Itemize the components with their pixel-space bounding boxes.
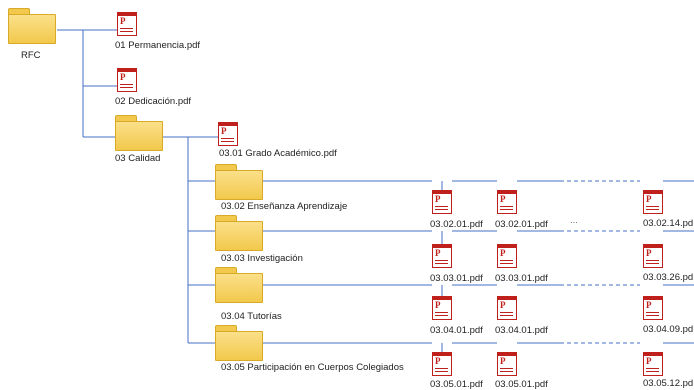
pdf-icon-row0-file0[interactable]: P (432, 190, 452, 214)
pdf-icon-row2-file0[interactable]: P (432, 296, 452, 320)
folder-icon-investigacion[interactable] (215, 215, 263, 251)
pdf-icon-row2-file2[interactable]: P (643, 296, 663, 320)
pdf-icon-permanencia[interactable]: P (117, 12, 137, 36)
pdf-icon-row1-file1[interactable]: P (497, 244, 517, 268)
file-label-row0-0: 03.02.01.pdf (430, 219, 483, 230)
calidad-label-grado: 03.01 Grado Académico.pdf (219, 148, 337, 159)
file-label-row3-0: 03.05.01.pdf (430, 379, 483, 390)
calidad-label-ensenanza: 03.02 Enseñanza Aprendizaje (221, 201, 348, 212)
calidad-label-tutorias: 03.04 Tutorías (221, 311, 282, 322)
pdf-icon-row3-file1[interactable]: P (497, 352, 517, 376)
level1-label-calidad: 03 Calidad (115, 153, 161, 164)
file-label-row2-1: 03.04.01.pdf (495, 325, 548, 336)
file-label-row3-2: 03.05.12.pd (643, 378, 694, 389)
pdf-icon-row3-file0[interactable]: P (432, 352, 452, 376)
pdf-icon-row0-file2[interactable]: P (643, 190, 663, 214)
file-label-row3-1: 03.05.01.pdf (495, 379, 548, 390)
file-label-row0-1: 03.02.01.pdf (495, 219, 548, 230)
pdf-icon-row0-file1[interactable]: P (497, 190, 517, 214)
pdf-icon-row3-file2[interactable]: P (643, 352, 663, 376)
pdf-icon-row2-file1[interactable]: P (497, 296, 517, 320)
file-label-row1-0: 03.03.01.pdf (430, 273, 483, 284)
file-label-row2-2: 03.04.09.pd (643, 324, 694, 335)
level1-label-permanencia: 01 Permanencia.pdf (115, 40, 201, 51)
pdf-icon-row1-file0[interactable]: P (432, 244, 452, 268)
calidad-label-participacion: 03.05 Participación en Cuerpos Colegiado… (221, 362, 404, 373)
root-label: RFC (21, 50, 41, 61)
folder-icon-rfc[interactable] (8, 8, 56, 44)
file-label-row0-2: 03.02.14.pd (643, 218, 694, 229)
folder-icon-tutorias[interactable] (215, 267, 263, 303)
file-label-row2-0: 03.04.01.pdf (430, 325, 483, 336)
folder-icon-ensenanza[interactable] (215, 164, 263, 200)
folder-icon-participacion[interactable] (215, 325, 263, 361)
level1-label-dedicacion: 02 Dedicación.pdf (115, 96, 192, 107)
file-label-row1-2: 03.03.26.pd (643, 272, 694, 283)
ellipsis-row0: ... (570, 215, 578, 226)
file-label-row1-1: 03.03.01.pdf (495, 273, 548, 284)
pdf-icon-dedicacion[interactable]: P (117, 68, 137, 92)
calidad-label-investigacion: 03.03 Investigación (221, 253, 303, 264)
pdf-icon-grado[interactable]: P (218, 122, 238, 146)
folder-icon-calidad[interactable] (115, 115, 163, 151)
pdf-icon-row1-file2[interactable]: P (643, 244, 663, 268)
